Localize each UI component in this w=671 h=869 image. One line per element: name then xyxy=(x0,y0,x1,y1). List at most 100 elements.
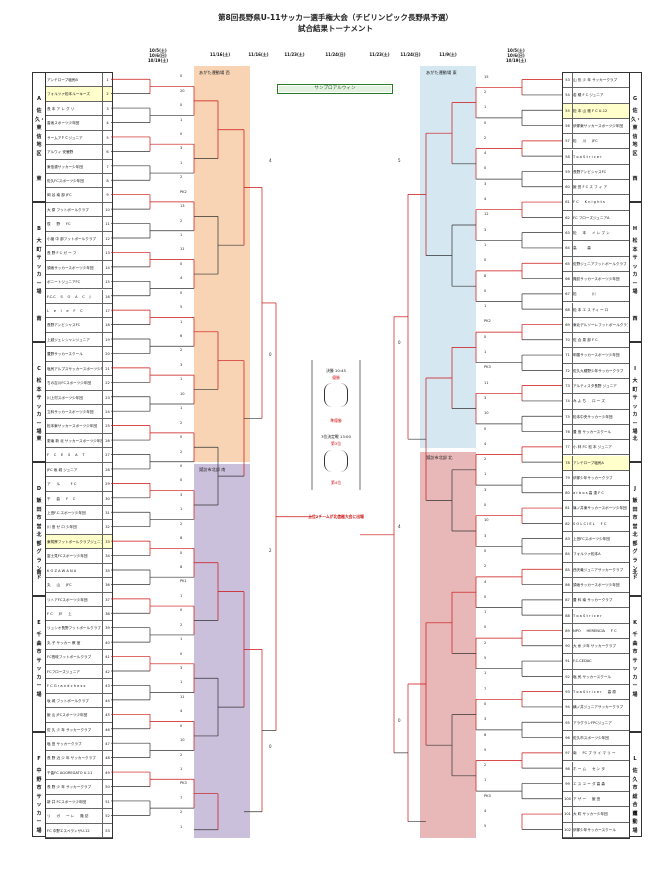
block-letter: L xyxy=(633,756,637,762)
team-name: 長 野 F C ガ ー フ xyxy=(47,251,77,256)
team-name: F.C.CEDAC xyxy=(573,659,592,664)
team-name: エ ス ユ ー ダ 高 森 xyxy=(573,781,606,786)
team-name: 豊 島 サッカースクール xyxy=(573,429,612,434)
team-number: 92 xyxy=(563,669,573,684)
match-score: 2 xyxy=(484,564,487,569)
team-number: 13 xyxy=(102,246,112,260)
team-number: 57 xyxy=(563,134,573,149)
final-venue-box: サンプロアルウィン xyxy=(277,84,393,94)
match-score: 1 xyxy=(180,406,183,411)
match-score: 2 xyxy=(180,521,183,526)
team-number: 85 xyxy=(563,562,573,577)
team-number: 78 xyxy=(563,455,573,470)
team-name: 横ノ井ジュニアサッカークラブ xyxy=(573,705,624,710)
match-score: 1 xyxy=(484,350,487,355)
team-name: アラグランFPCジュニア xyxy=(573,720,612,725)
team-number: 50 xyxy=(102,780,112,794)
match-score: 2 xyxy=(180,810,183,815)
match-score: 11 xyxy=(484,380,489,385)
team-number: 43 xyxy=(102,679,112,693)
block-venue-name: 大町サッカー場 xyxy=(632,378,638,435)
team-number: 53 xyxy=(102,823,112,837)
match-score: 0 xyxy=(484,548,487,553)
match-score: 2 xyxy=(180,420,183,425)
team-number: 6 xyxy=(102,145,112,159)
team-name: 松 本 イ レ ブ ン xyxy=(573,231,610,235)
match-score: 11 xyxy=(180,247,185,252)
match-score: 3 xyxy=(484,533,487,538)
block-letter: F xyxy=(37,756,41,762)
team-number: 41 xyxy=(102,650,112,664)
team-number: 46 xyxy=(102,722,112,736)
block-letter: E xyxy=(37,620,41,626)
team-number: 32 xyxy=(102,520,112,534)
team-number: 17 xyxy=(102,303,112,318)
team-name: リトアFCスポーツ少年団 xyxy=(47,597,88,602)
match-score: 1 xyxy=(180,507,183,512)
team-number: 38 xyxy=(102,607,112,621)
team-name: 塩尻アルプスサッカースポーツ少年団 xyxy=(47,366,102,371)
team-number: 44 xyxy=(102,693,112,708)
match-score: 0 xyxy=(180,131,183,136)
match-score: PK1 xyxy=(180,579,187,584)
team-name: S O L C I E L F C xyxy=(573,521,607,526)
page-subtitle: 試合結果トーナメント xyxy=(298,24,373,33)
team-number: 97 xyxy=(563,746,573,761)
match-score: 0 xyxy=(180,290,183,295)
team-name: ボニートジュニアFC xyxy=(47,280,81,285)
match-score: 1 xyxy=(180,767,183,772)
match-score: 5 xyxy=(484,747,487,752)
block-venue-name: 千曲市サッカー場 xyxy=(36,632,42,698)
team-name: 大 町 サッカー少年団 xyxy=(573,812,608,817)
team-number: 73 xyxy=(563,379,573,394)
team-number: 48 xyxy=(102,751,112,765)
date-left-round3: 11/16(土) xyxy=(248,52,269,57)
team-name: 大 原 フットボールクラブ xyxy=(47,207,89,212)
team-number: 29 xyxy=(102,477,112,491)
match-score: 8 xyxy=(180,564,183,569)
team-name: 東信濃サッカー少年団 xyxy=(47,164,83,169)
team-number: 34 xyxy=(102,549,112,563)
team-name: ア ザ ー 飯 田 xyxy=(573,797,601,802)
team-name: 塩 田 サッカークラブ xyxy=(47,741,82,746)
match-score: 2 xyxy=(484,640,487,645)
block-letter: K xyxy=(633,620,637,626)
match-score: 6 xyxy=(484,732,487,737)
team-row: 長 野 近 少 年 サッカークラブ 48 xyxy=(46,751,112,766)
team-number: 79 xyxy=(563,470,573,486)
team-number: 93 xyxy=(563,685,573,700)
match-score: 5 xyxy=(180,305,183,310)
block-venue-name: 松本サッカー場 xyxy=(36,378,42,435)
winner-label: 優勝 xyxy=(332,375,340,380)
team-name: 長 野 近 少 年 サッカークラブ xyxy=(47,756,96,761)
team-name: FC長岐フットボールクラブ xyxy=(47,655,92,660)
team-number: 53 xyxy=(563,73,573,88)
match-score: 10 xyxy=(484,518,489,523)
team-name: 長 野 少 年 サッカークラブ xyxy=(47,785,92,790)
team-name: ちの吉川FCスポーツ少年団 xyxy=(47,381,92,386)
team-number: 28 xyxy=(102,462,112,477)
match-score: 4 xyxy=(180,709,183,714)
team-name: 丸 山 JFC xyxy=(47,583,72,588)
team-name: フォルツァ松本A xyxy=(573,552,601,557)
team-name: 更埴 新 北 サッカースポーツ少年団 xyxy=(47,438,102,443)
